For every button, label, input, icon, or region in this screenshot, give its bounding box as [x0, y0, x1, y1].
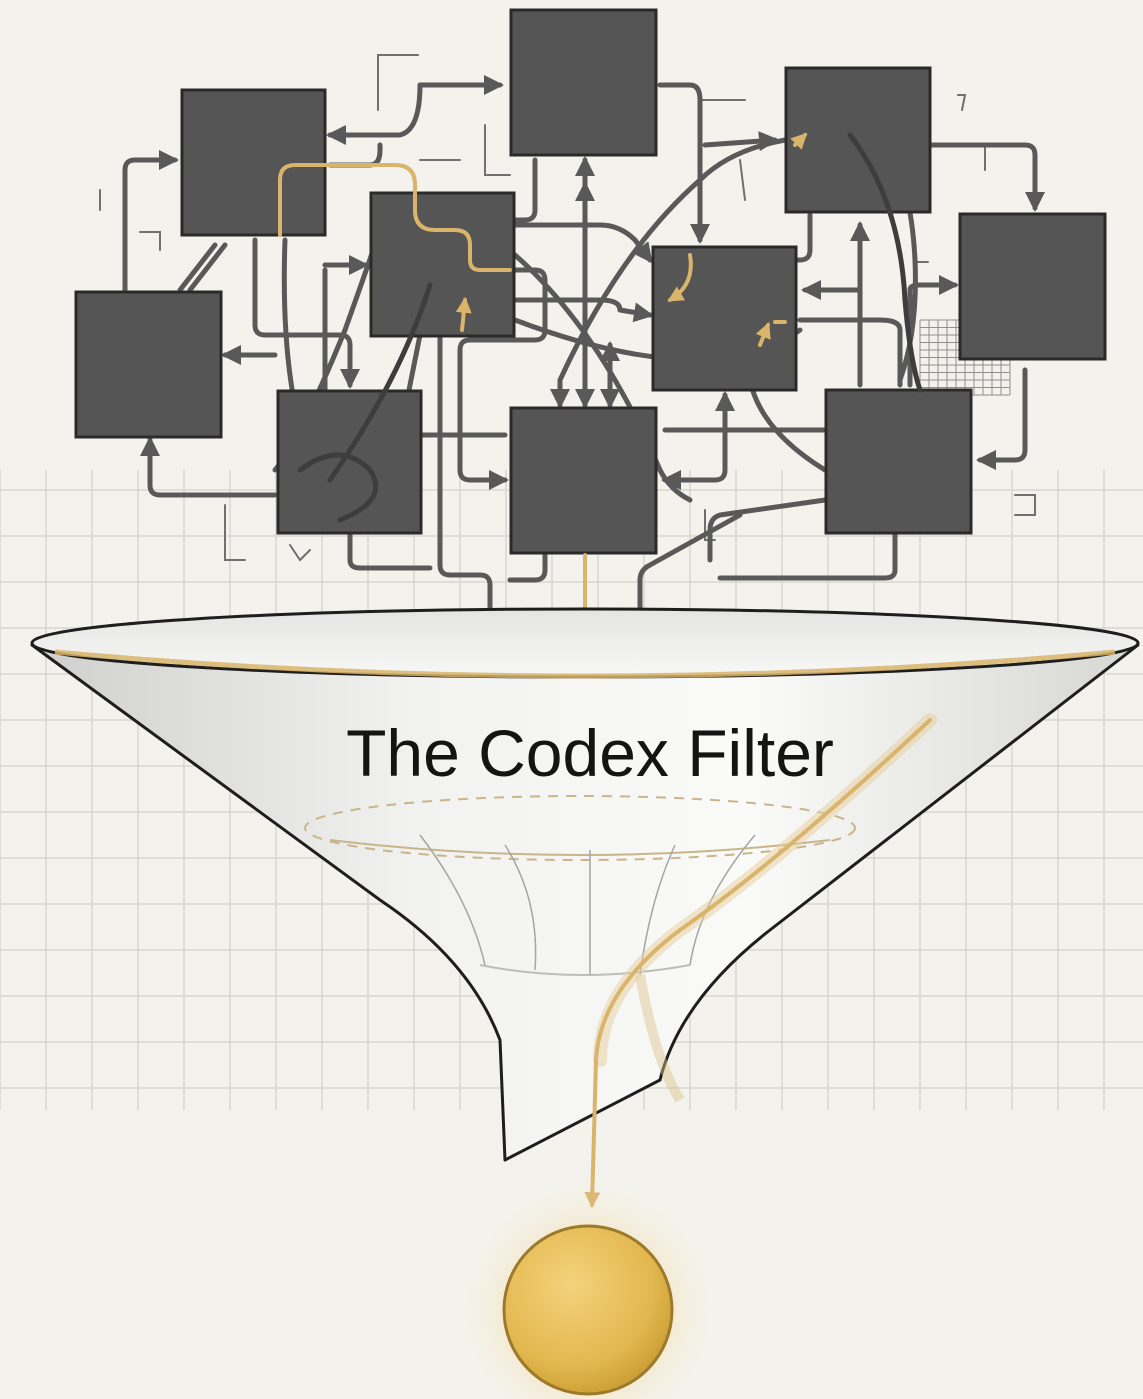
funnel: The Codex Filter [30, 607, 1140, 1162]
funnel-label: The Codex Filter [346, 716, 834, 790]
node-box [369, 191, 516, 338]
network-nodes [74, 8, 1107, 555]
golden-output-path [584, 713, 937, 1209]
sketch-marks [99, 54, 1036, 562]
output-orb [453, 1175, 723, 1399]
node-box [180, 88, 327, 237]
node-box [74, 290, 223, 439]
node-box [824, 388, 973, 535]
node-box [784, 66, 932, 214]
overlay-wires [297, 132, 923, 523]
node-box [276, 389, 423, 535]
node-box [958, 212, 1107, 361]
node-box [651, 245, 798, 392]
node-box [509, 406, 658, 555]
glowing-orb-icon [502, 1224, 674, 1396]
funnel-rim [30, 607, 1140, 679]
node-box [509, 8, 658, 157]
